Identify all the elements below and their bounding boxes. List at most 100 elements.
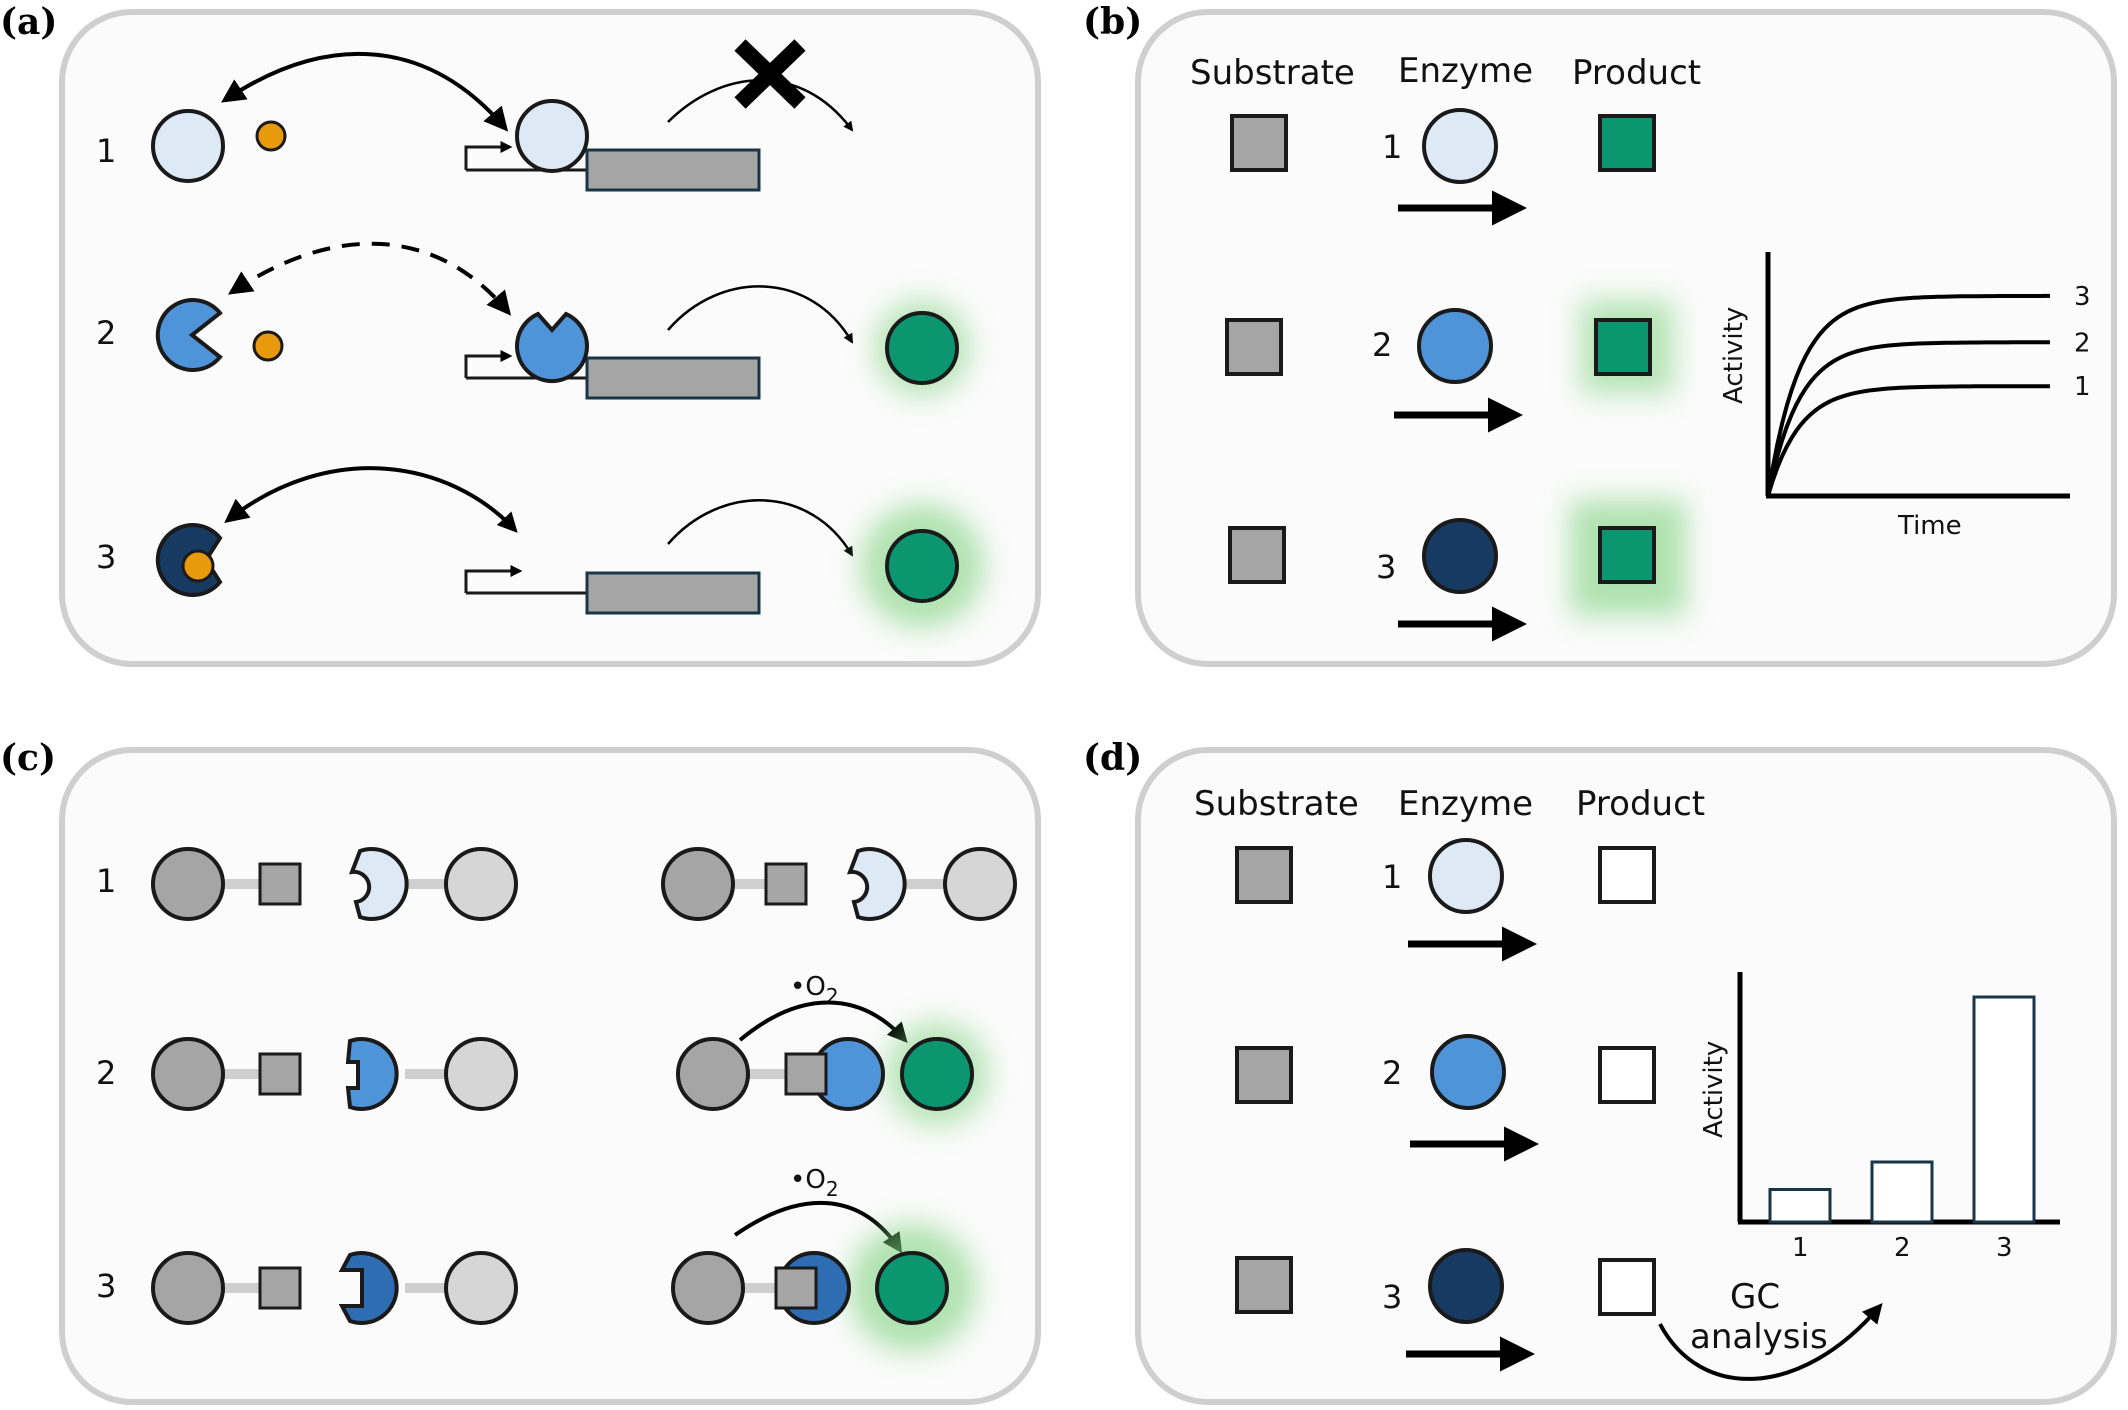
activity-curve-label-1: 1: [2074, 372, 2091, 402]
product-square-empty: [1598, 1046, 1656, 1104]
substrate-square: [784, 1052, 828, 1096]
bar-tick-label-2: 2: [1894, 1233, 1911, 1263]
panel-b-product-header: Product: [1572, 53, 1701, 93]
substrate-square: [258, 862, 302, 906]
chart-y-label: Activity: [1719, 307, 1749, 404]
acceptor-circle: [444, 1251, 518, 1325]
promoter-arrow: [464, 141, 513, 170]
superoxide-text: •O: [790, 1165, 826, 1195]
ligand-circle: [255, 120, 287, 152]
substrate-square: [258, 1266, 302, 1310]
sensor-domain-light: [348, 847, 409, 921]
bar-1: [1768, 1188, 1832, 1224]
activity-curve-label-3: 3: [2074, 282, 2091, 312]
promoter-arrow: [464, 565, 523, 593]
panel-b-substrate-header: Substrate: [1190, 53, 1355, 93]
product-square-empty: [1598, 1258, 1656, 1316]
green-product-circle: [875, 1251, 949, 1325]
ligand-circle: [252, 330, 284, 362]
repressor-light: [151, 109, 225, 183]
panel-b-row-3-number: 3: [1376, 548, 1396, 586]
panel-b-row-2-number: 2: [1372, 326, 1392, 364]
panel-c-row-3-number: 3: [96, 1267, 116, 1305]
substrate-square: [1235, 1256, 1293, 1314]
weak-binding-dashed-arrow: [228, 241, 512, 316]
superoxide-text: •O: [790, 972, 826, 1002]
panel-d-row-2-number: 2: [1382, 1054, 1402, 1092]
panel-c-label: (c): [0, 737, 56, 779]
panel-c-frame: [59, 747, 1041, 1405]
panel-d-product-header: Product: [1576, 784, 1705, 824]
donor-fluorophore-circle: [151, 847, 225, 921]
donor-fluorophore-circle: [151, 1037, 225, 1111]
donor-fluorophore-circle: [151, 1251, 225, 1325]
acceptor-circle: [444, 1037, 518, 1111]
substrate-square: [1225, 318, 1283, 376]
gene-box: [585, 148, 761, 192]
transcription-arrow: [667, 499, 854, 557]
fluorescent-reporter-circle: [885, 529, 959, 603]
panel-c: 1 2 3 •O2: [96, 847, 1017, 1352]
gene-box: [585, 571, 761, 615]
ligand-bound-circle: [181, 549, 215, 583]
gene-box: [585, 356, 761, 400]
bar-tick-label-3: 3: [1996, 1233, 2013, 1263]
product-square: [1598, 114, 1656, 172]
panel-b: Substrate Enzyme Product 1 2 3 Activity …: [1190, 51, 2091, 642]
substrate-square: [258, 1052, 302, 1096]
enzyme-dark-circle: [1422, 518, 1498, 594]
substrate-square: [1230, 114, 1288, 172]
bar-2: [1870, 1160, 1934, 1224]
substrate-square: [1235, 846, 1293, 904]
panel-c-row-1-number: 1: [96, 862, 116, 900]
product-square: [1594, 318, 1652, 376]
panel-b-enzyme-header: Enzyme: [1398, 51, 1533, 91]
panel-c-row-2-number: 2: [96, 1054, 116, 1092]
enzyme-light-circle: [1422, 108, 1498, 184]
enzyme-mid-circle: [1430, 1034, 1506, 1110]
green-product-circle: [900, 1037, 974, 1111]
substrate-square: [1235, 1046, 1293, 1104]
panel-a-row-2-number: 2: [96, 314, 116, 352]
donor-fluorophore-circle: [676, 1037, 750, 1111]
line-series-group: 123: [1766, 282, 2091, 497]
substrate-square: [764, 862, 808, 906]
bar-3: [1972, 995, 2036, 1224]
bar-chart-y-label: Activity: [1699, 1041, 1729, 1138]
gc-analysis-arrow: [1658, 1302, 1883, 1381]
enzyme-light-circle: [1428, 838, 1504, 914]
substrate-square: [1228, 526, 1286, 584]
panel-d-enzyme-header: Enzyme: [1398, 784, 1533, 824]
donor-fluorophore-circle: [661, 847, 735, 921]
panel-d: Substrate Enzyme Product 1 2 3 GC analys…: [1194, 784, 2060, 1381]
panel-b-label: (b): [1083, 1, 1142, 43]
panel-d-label: (d): [1083, 737, 1142, 779]
product-square-empty: [1598, 846, 1656, 904]
bar-group: 1 2 3: [1768, 995, 2036, 1263]
bound-repressor-light: [515, 99, 589, 173]
panel-d-substrate-header: Substrate: [1194, 784, 1359, 824]
panel-a-row-3-number: 3: [96, 538, 116, 576]
gc-label-line2: analysis: [1690, 1317, 1828, 1357]
enzyme-dark-circle: [1428, 1248, 1504, 1324]
chart-x-label: Time: [1897, 511, 1962, 541]
electron-transfer-arrow: [738, 1000, 908, 1043]
gc-label-line1: GC: [1730, 1277, 1780, 1317]
product-square: [1598, 526, 1656, 584]
bar-tick-label-1: 1: [1792, 1233, 1809, 1263]
fluorescent-reporter-circle: [885, 311, 959, 385]
panel-a-label: (a): [0, 1, 57, 43]
blocked-cross-icon: [734, 39, 806, 109]
activity-curve-1: [1766, 384, 2050, 497]
promoter-arrow: [464, 350, 513, 378]
sensor-domain-dark: [338, 1251, 399, 1325]
binding-equilibrium-arrow: [221, 51, 509, 132]
binding-equilibrium-arrow: [224, 466, 518, 533]
substrate-square: [774, 1266, 818, 1310]
activity-curve-3: [1766, 293, 2050, 497]
sensor-domain-light: [846, 847, 907, 921]
panel-a-row-1-number: 1: [96, 132, 116, 170]
panel-d-row-3-number: 3: [1382, 1278, 1402, 1316]
activity-time-chart: Activity Time 123: [1719, 252, 2091, 541]
